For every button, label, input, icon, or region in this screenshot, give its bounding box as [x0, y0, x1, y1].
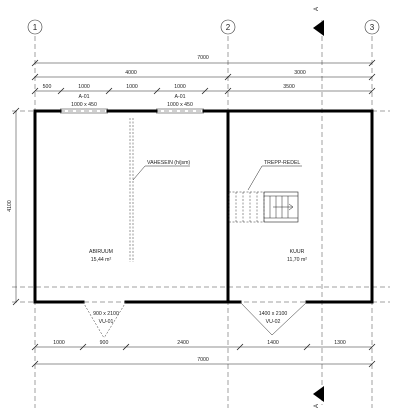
room-area-2: 11,70 m² — [287, 257, 307, 263]
stair — [228, 191, 299, 223]
dimension-top-segments: 500 1000 1000 1000 3500 — [31, 84, 376, 95]
grid-axis-2: 2 — [220, 19, 236, 35]
section-mark-top: A — [313, 7, 324, 36]
dimension-left: 4100 — [7, 107, 20, 306]
window-label-2: A-01 1000 x 450 — [167, 94, 193, 108]
dim-seg-1000a: 1000 — [78, 84, 90, 90]
dimension-top-split: 4000 3000 — [31, 70, 376, 81]
room-name-2: KUUR — [290, 249, 305, 255]
room-area-1: 15,44 m² — [91, 257, 112, 263]
dimension-bottom-overall: 7000 — [31, 357, 376, 368]
door-size-1: 900 x 2100 — [93, 311, 119, 317]
partition-wall — [129, 118, 134, 262]
window-code-1: A-01 — [79, 94, 90, 100]
section-mark-bottom: A — [313, 386, 324, 408]
stair-label-text: TREPP-REDEL — [264, 160, 300, 166]
window-size-2: 1000 x 450 — [167, 102, 193, 108]
dimension-bottom-segments: 1000 900 2400 1400 1300 — [31, 340, 376, 351]
grid-lines — [12, 20, 390, 408]
partition-label: VAHESEIN (h/jsm) — [132, 160, 190, 181]
door-size-2: 1400 x 2100 — [259, 311, 288, 317]
dim-seg-1000b: 1000 — [126, 84, 138, 90]
dim-bottom-overall-text: 7000 — [197, 357, 209, 363]
window-1 — [60, 108, 108, 114]
window-size-1: 1000 x 450 — [71, 102, 97, 108]
dim-bottom-900: 900 — [100, 340, 109, 346]
section-mark-label-bottom: A — [314, 404, 320, 408]
dim-seg-500: 500 — [43, 84, 52, 90]
room-name-1: ABIRUUM — [89, 249, 113, 255]
room-abiruum: ABIRUUM 15,44 m² — [89, 249, 113, 263]
grid-axis-3: 3 — [364, 19, 380, 35]
door-vu-02: 1400 x 2100 VU-02 — [239, 301, 308, 336]
dimension-top-overall: 7000 — [31, 55, 376, 67]
dim-bottom-1300: 1300 — [334, 340, 346, 346]
grid-axis-label-3: 3 — [370, 23, 375, 32]
grid-axis-label-1: 1 — [33, 23, 38, 32]
dim-bottom-2400: 2400 — [177, 340, 189, 346]
door-vu-01: 900 x 2100 VU-01 — [82, 301, 127, 339]
dim-seg-1000c: 1000 — [174, 84, 186, 90]
dim-top-left-text: 4000 — [125, 70, 137, 76]
room-kuur: KUUR 11,70 m² — [287, 249, 307, 263]
dim-top-overall-text: 7000 — [197, 55, 209, 61]
door-code-1: VU-01 — [99, 319, 114, 325]
door-code-2: VU-02 — [266, 319, 281, 325]
window-2 — [156, 108, 204, 114]
grid-axis-1: 1 — [27, 19, 43, 35]
dim-left-text: 4100 — [7, 200, 13, 212]
dim-bottom-1000: 1000 — [53, 340, 65, 346]
dim-bottom-1400: 1400 — [267, 340, 279, 346]
stair-label: TREPP-REDEL — [247, 160, 302, 191]
grid-axis-label-2: 2 — [226, 23, 231, 32]
window-code-2: A-01 — [175, 94, 186, 100]
partition-label-text: VAHESEIN (h/jsm) — [147, 160, 190, 166]
section-mark-label-top: A — [314, 7, 320, 11]
window-label-1: A-01 1000 x 450 — [71, 94, 97, 108]
dim-seg-3500: 3500 — [283, 84, 295, 90]
building-walls — [33, 109, 374, 304]
dim-top-right-text: 3000 — [294, 70, 306, 76]
